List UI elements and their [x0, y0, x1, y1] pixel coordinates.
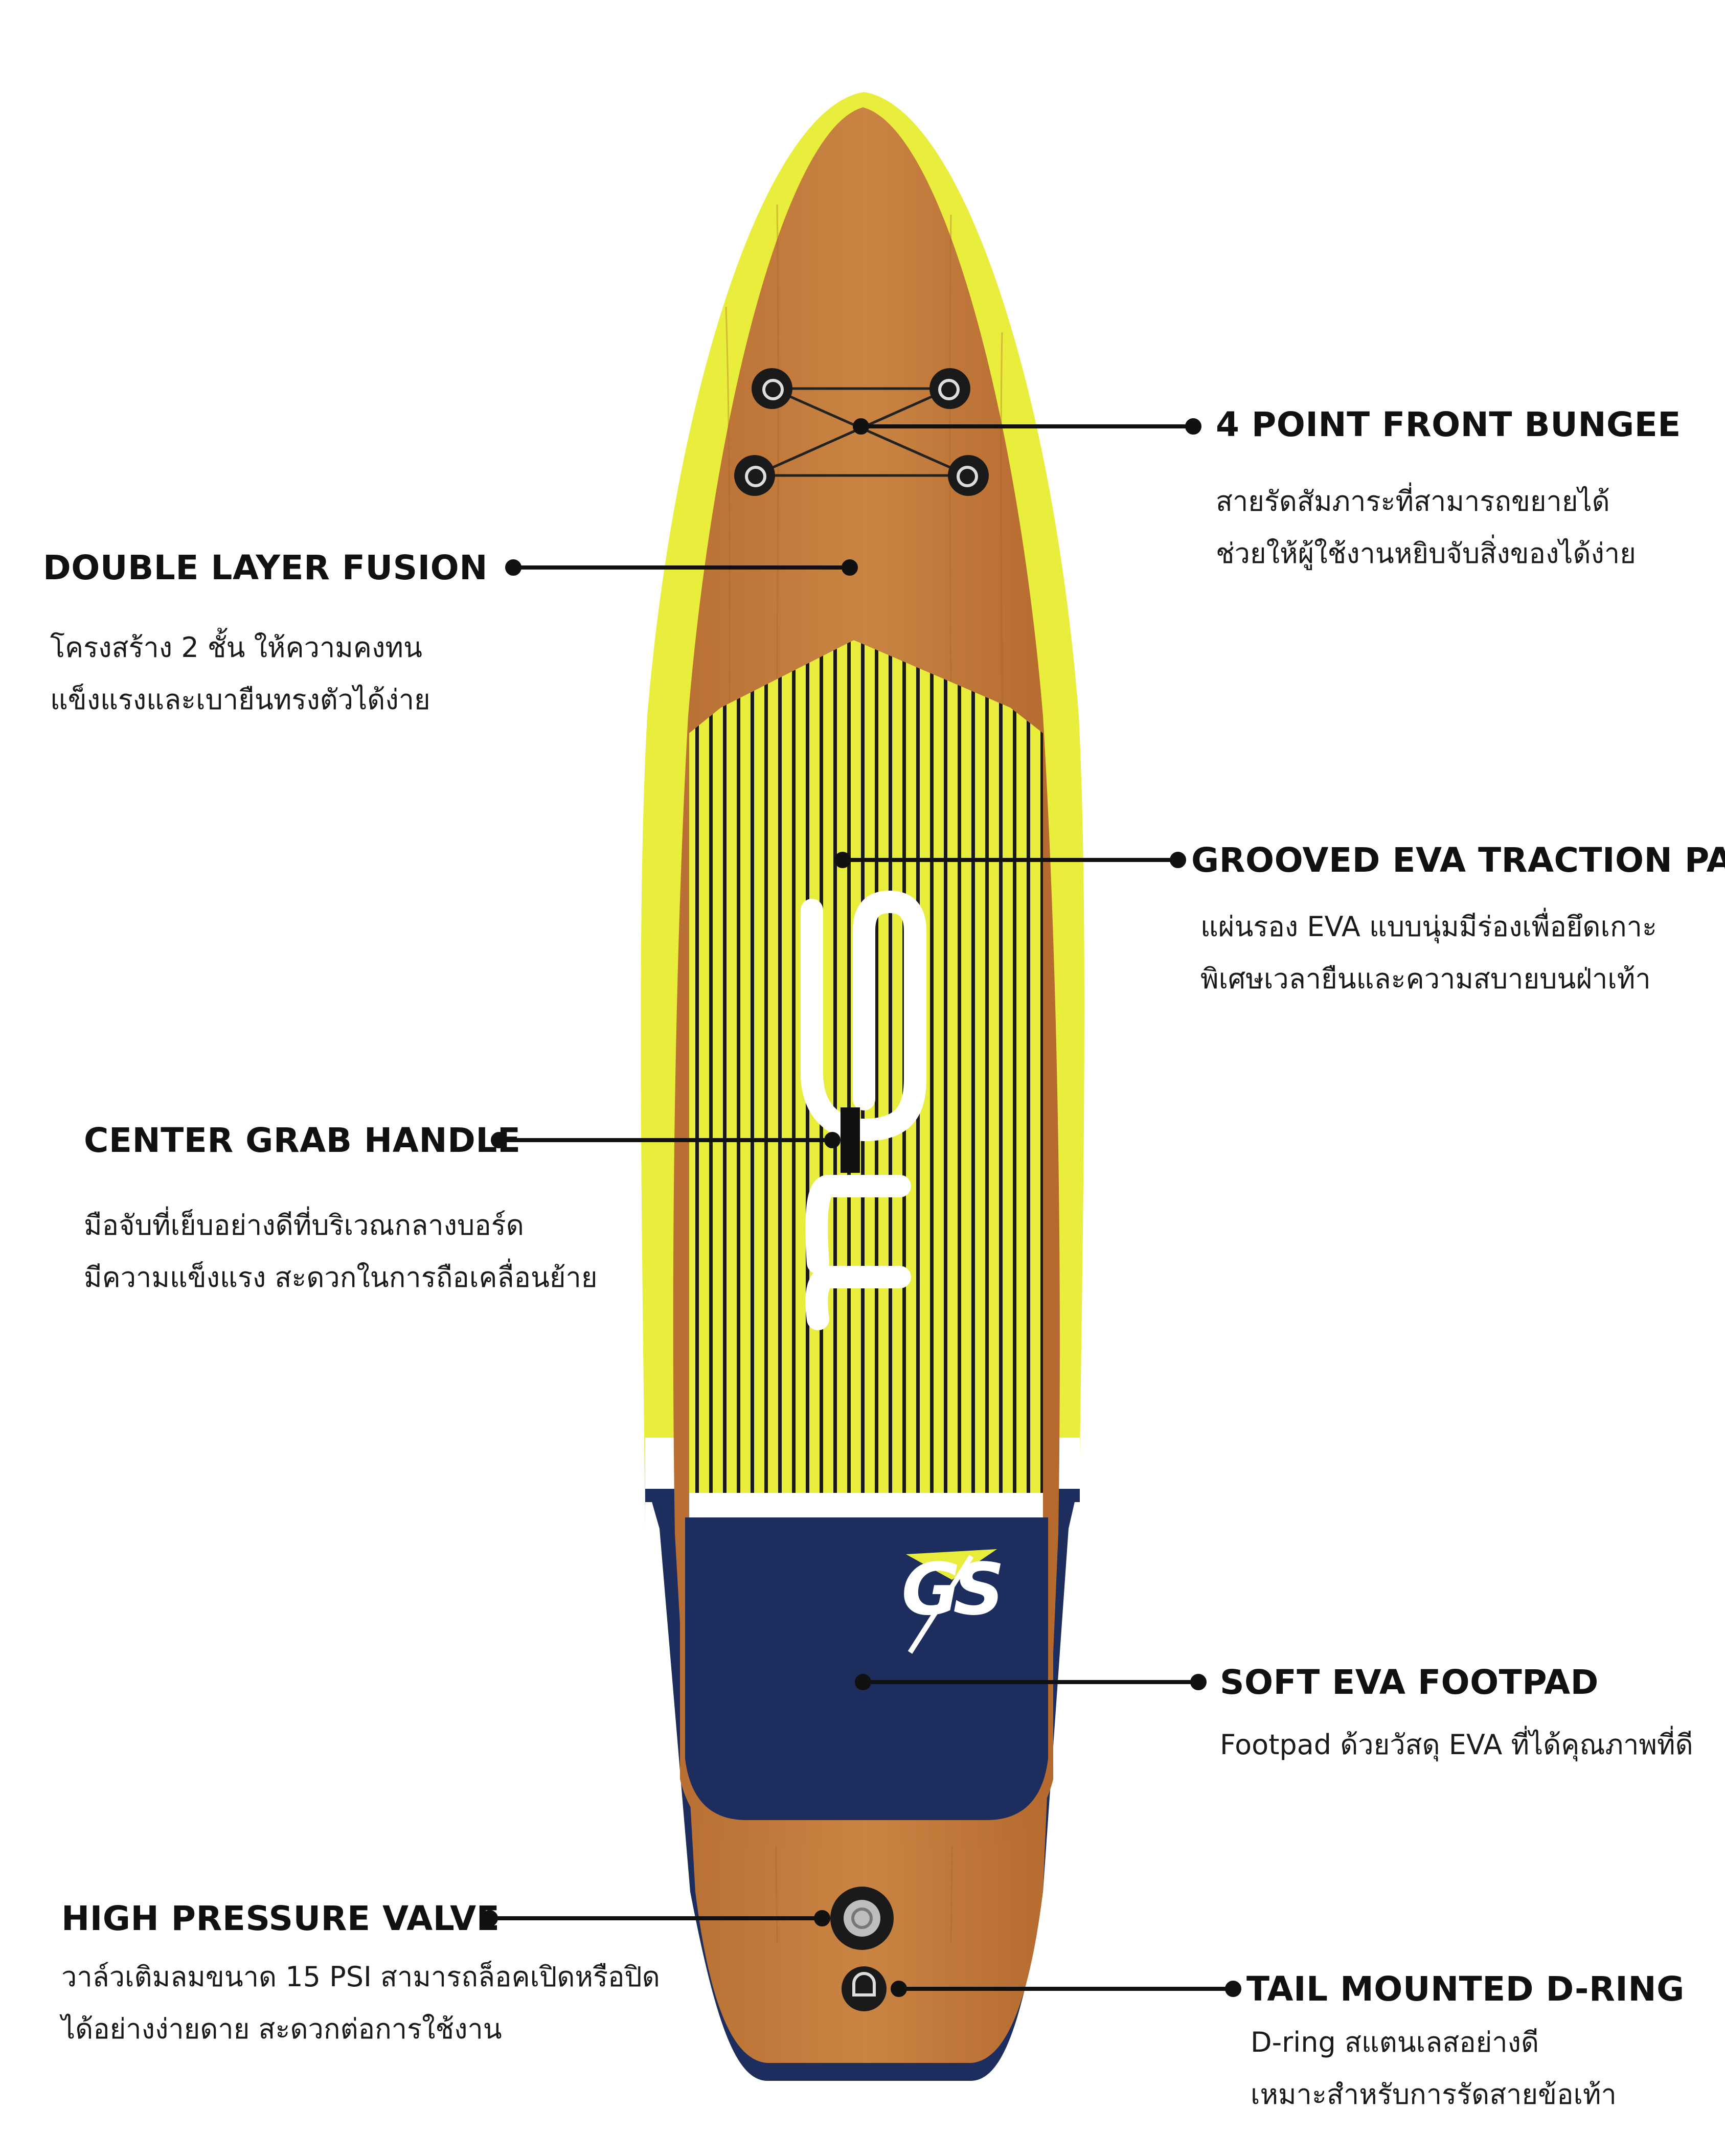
pad-groove [695, 640, 699, 1493]
feature-title-d-ring: TAIL MOUNTED D-RING [1246, 1969, 1685, 2009]
pad-groove [847, 640, 851, 1493]
pad-groove [723, 640, 727, 1493]
feature-title-valve: HIGH PRESSURE VALVE [61, 1899, 500, 1938]
feature-desc-front-bungee: สายรัดสัมภาระที่สามารถขยายได้ ช่วยให้ผู้… [1216, 485, 1636, 570]
pad-groove [778, 640, 782, 1493]
pad-groove [999, 640, 1003, 1493]
pad-white-band [689, 1493, 1043, 1517]
pad-groove [1040, 640, 1043, 1493]
pad-groove [709, 640, 713, 1493]
callout-front-bungee [853, 418, 1201, 435]
pad-groove [958, 640, 961, 1493]
callout-footpad [855, 1674, 1207, 1690]
pad-groove [889, 640, 892, 1493]
callout-grab-handle [491, 1132, 841, 1148]
grab-handle [841, 1107, 860, 1173]
feature-title-front-bungee: 4 POINT FRONT BUNGEE [1216, 405, 1681, 444]
navy-footpad-main [685, 1517, 1048, 1820]
feature-desc-traction-pad: แผ่นรอง EVA แบบนุ่มมีร่องเพื่อยึดเกาะ พิ… [1200, 911, 1657, 995]
feature-title-traction-pad: GROOVED EVA TRACTION PAD [1191, 841, 1725, 880]
pad-groove [792, 640, 796, 1493]
feature-title-double-layer: DOUBLE LAYER FUSION [43, 548, 488, 587]
feature-title-footpad: SOFT EVA FOOTPAD [1220, 1663, 1599, 1702]
callout-lines [482, 418, 1241, 1997]
feature-title-grab-handle: CENTER GRAB HANDLE [84, 1121, 521, 1160]
callout-valve [482, 1910, 830, 1926]
pad-groove [1027, 640, 1030, 1493]
pad-groove [1013, 640, 1016, 1493]
pad-groove [985, 640, 989, 1493]
pad-groove [875, 640, 878, 1493]
feature-desc-grab-handle: มือจับที่เย็บอย่างดีที่บริเวณกลางบอร์ด ม… [84, 1209, 598, 1293]
feature-desc-valve: วาล์วเติมลมขนาด 15 PSI สามารถล็อคเปิดหรื… [61, 1961, 660, 2045]
pad-groove [751, 640, 754, 1493]
bungee-eyelet-icon [752, 368, 792, 409]
pad-groove [764, 640, 768, 1493]
bungee-eyelet-icon [929, 368, 970, 409]
callout-traction-pad [834, 852, 1186, 868]
pad-groove [737, 640, 740, 1493]
bungee-eyelet-icon [734, 455, 775, 496]
bungee-eyelet-icon [948, 455, 989, 496]
pad-groove [971, 640, 975, 1493]
pad-groove [944, 640, 947, 1493]
feature-desc-double-layer: โครงสร้าง 2 ชั้น ให้ความคงทน แข็งแรงและเ… [50, 631, 430, 716]
pad-groove [833, 640, 837, 1493]
callout-d-ring [891, 1981, 1241, 1997]
gs-logo-text: GS [901, 1548, 1005, 1631]
d-ring-icon [842, 1966, 887, 2011]
board-size-graphic [801, 891, 926, 1330]
valve-icon [830, 1887, 894, 1950]
front-bungee [734, 368, 989, 496]
feature-desc-footpad: Footpad ด้วยวัสดุ EVA ที่ได้คุณภาพที่ดี [1220, 1729, 1693, 1761]
callout-double-layer [505, 559, 858, 576]
feature-desc-d-ring: D-ring สแตนเลสอย่างดี เหมาะสำหรับการรัดส… [1251, 2026, 1617, 2110]
gs-logo-mark [906, 1549, 997, 1654]
pad-groove [930, 640, 934, 1493]
